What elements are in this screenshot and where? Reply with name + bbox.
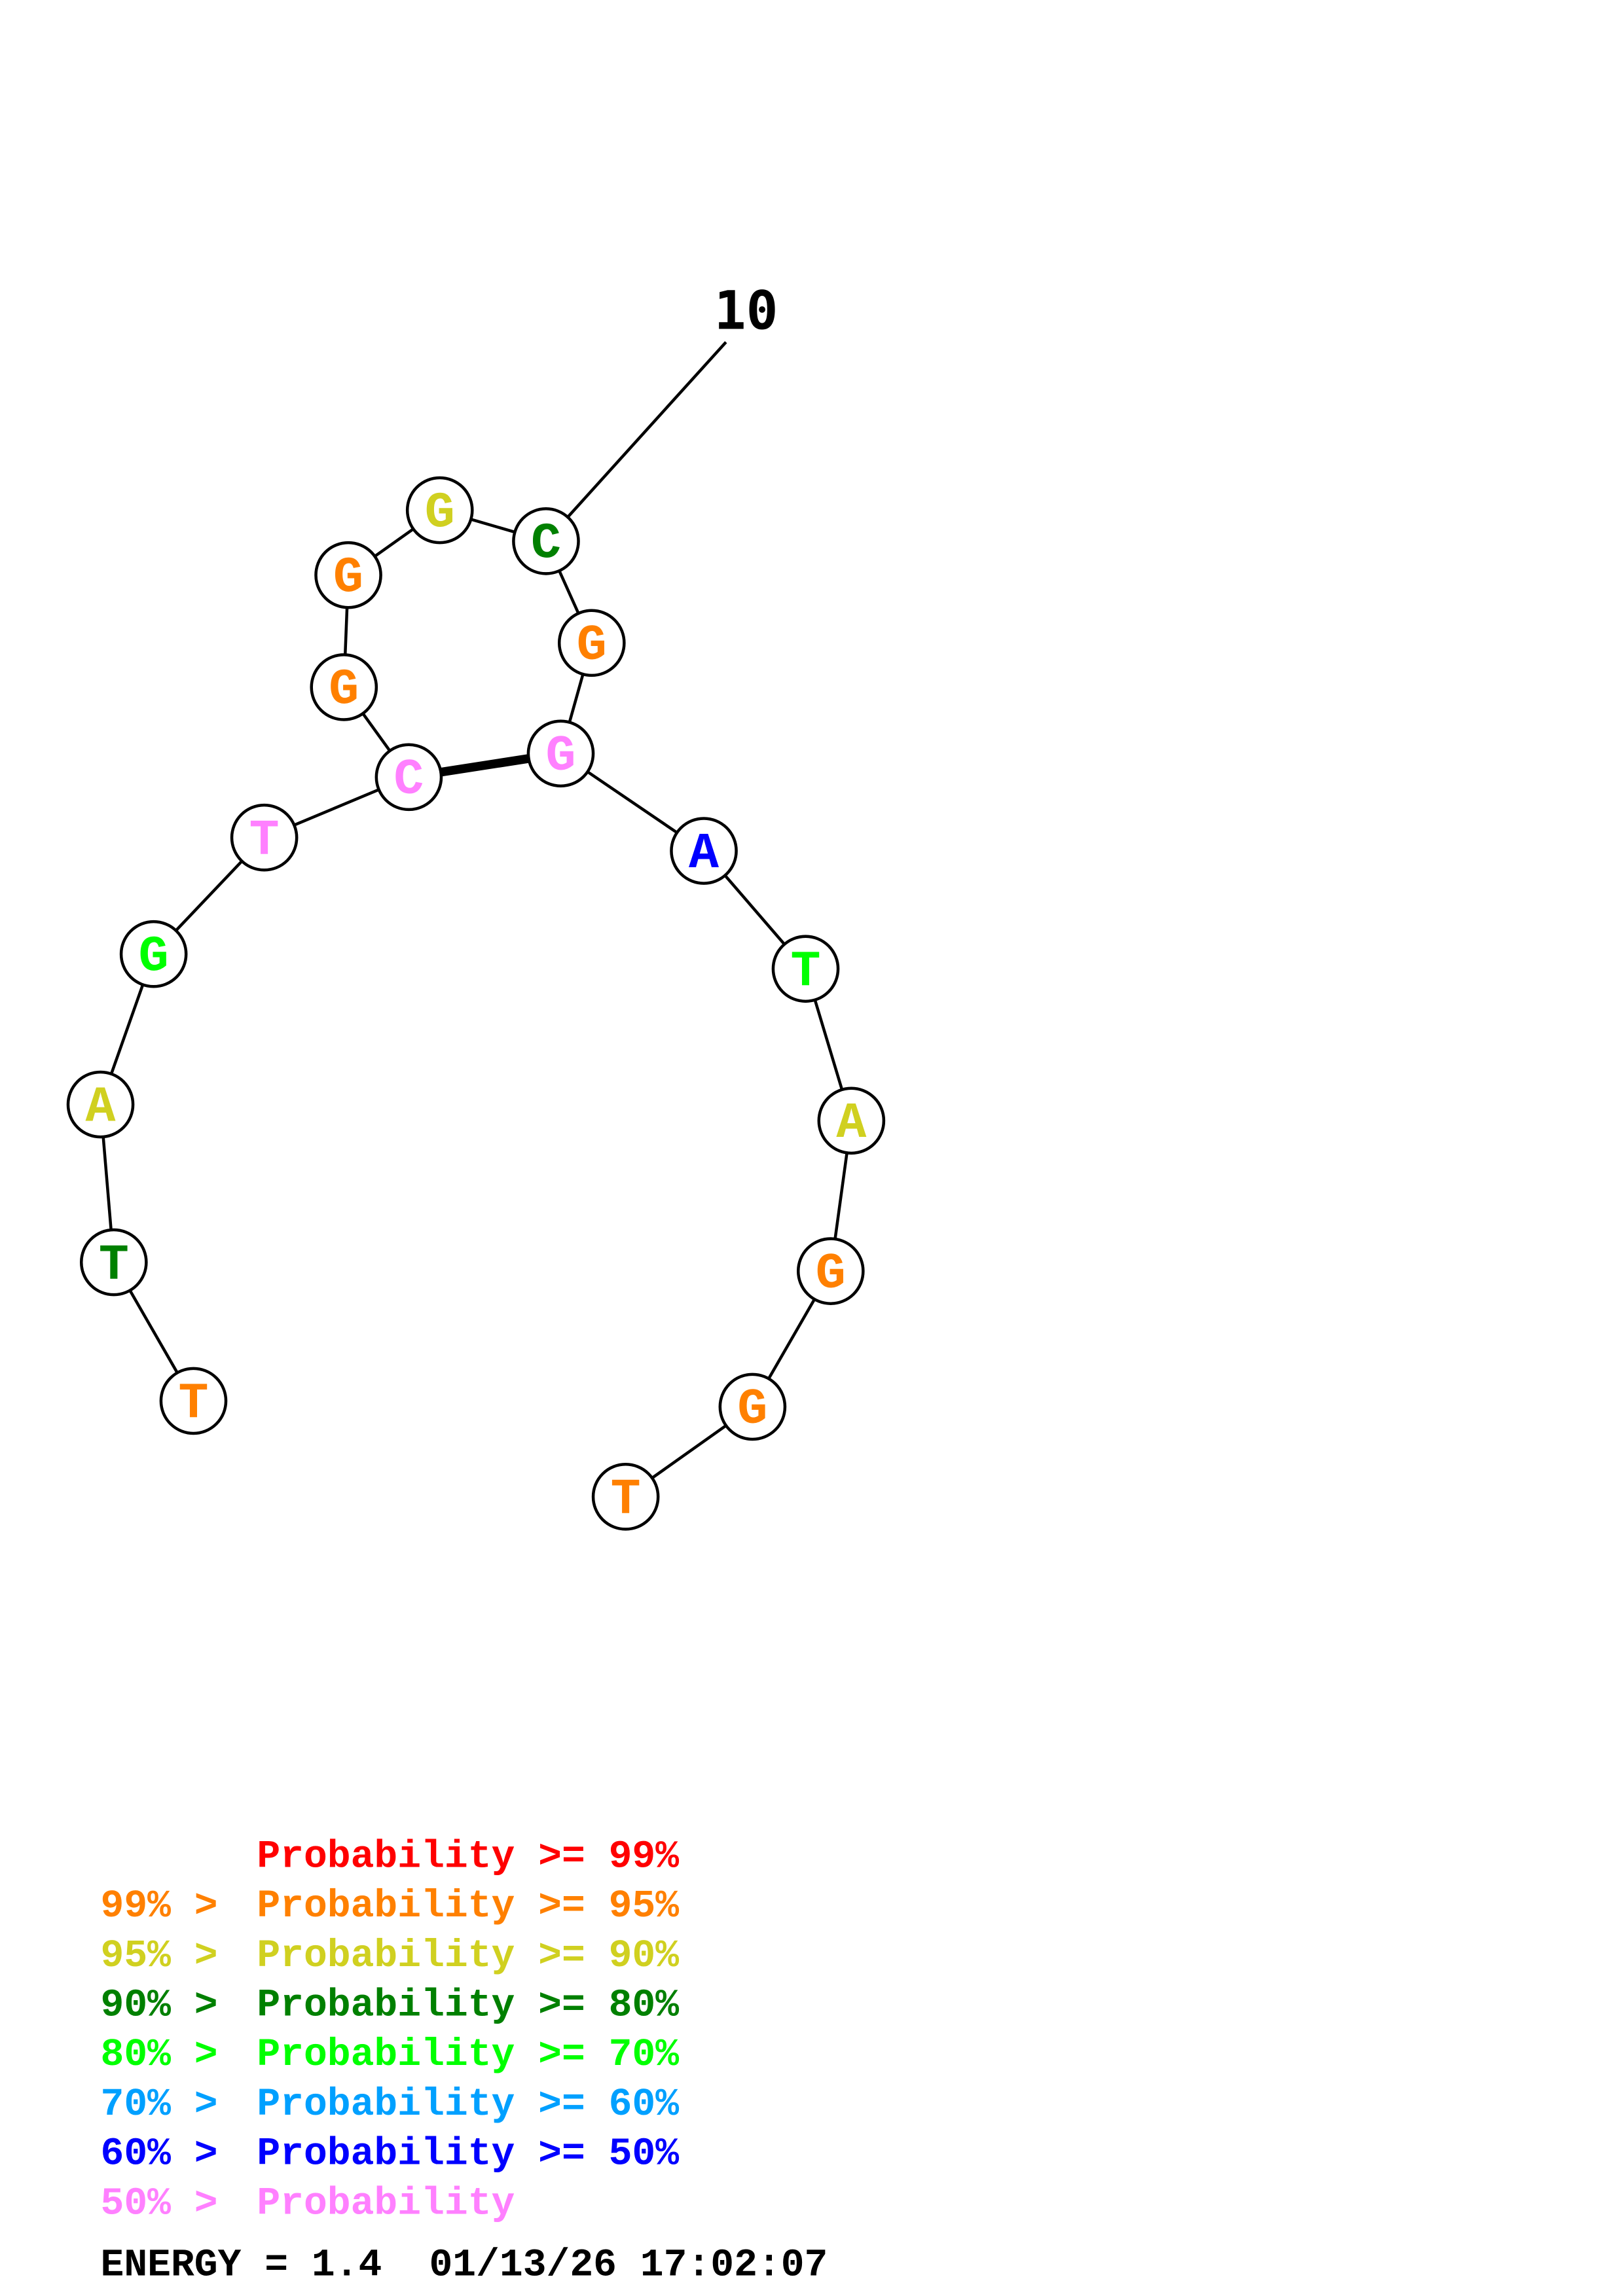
backbone-lines: [99, 509, 853, 1498]
nucleotide-2: T: [79, 1228, 148, 1297]
nucleotide-letter: T: [99, 1237, 129, 1294]
nucleotide-letter: A: [86, 1079, 116, 1136]
nucleotide-18: T: [591, 1463, 660, 1531]
nucleotide-15: A: [817, 1086, 886, 1155]
legend-prefix: 90% >: [101, 1982, 242, 2027]
nucleotide-11: G: [557, 609, 626, 677]
nucleotide-letter: G: [139, 929, 169, 986]
legend-text: Probability >= 99%: [257, 1834, 679, 1878]
legend-row: Probability >= 99%: [257, 1834, 679, 1878]
nucleotide-3: A: [66, 1070, 135, 1139]
timestamp: 01/13/26 17:02:07: [429, 2242, 828, 2287]
nucleotide-6: C: [374, 743, 443, 812]
legend-text: Probability >= 50%: [257, 2132, 679, 2176]
legend-text: Probability: [257, 2181, 515, 2225]
legend-row: 95% > Probability >= 90%: [101, 1933, 680, 1978]
nucleotide-letter: T: [791, 944, 821, 1001]
nucleotide-circle: [526, 719, 595, 788]
nucleotide-letter: C: [531, 516, 561, 573]
nucleotide-12: G: [526, 719, 595, 788]
nucleotide-letter: G: [737, 1382, 767, 1439]
index-label: 10: [714, 280, 778, 342]
nucleotide-circle: [310, 653, 378, 721]
legend-prefix: 70% >: [101, 2082, 242, 2126]
nucleotide-circle: [718, 1372, 787, 1441]
energy-value: ENERGY = 1.4: [101, 2242, 382, 2287]
nucleotide-circle: [119, 920, 188, 988]
legend-prefix: 60% >: [101, 2132, 242, 2176]
nucleotide-16: G: [796, 1237, 865, 1305]
nucleotide-letter: T: [178, 1376, 208, 1433]
nucleotide-circle: [159, 1367, 228, 1435]
nucleotide-17: G: [718, 1372, 787, 1441]
nucleotide-circle: [512, 507, 580, 575]
nucleotide-9: G: [405, 476, 474, 545]
nucleotide-circle: [796, 1237, 865, 1305]
legend-prefix: 50% >: [101, 2181, 242, 2225]
nucleotide-letter: C: [393, 752, 424, 809]
legend-row: 70% > Probability >= 60%: [101, 2082, 680, 2126]
nucleotide-letter: G: [545, 728, 575, 785]
nucleotide-letter: G: [333, 550, 363, 607]
nucleotide-13: A: [670, 817, 738, 885]
nucleotide-circle: [374, 743, 443, 812]
legend-text: Probability >= 80%: [257, 1982, 679, 2027]
nucleotide-letter: T: [249, 813, 280, 870]
nucleotide-letter: G: [816, 1246, 846, 1303]
nucleotide-letter: A: [689, 826, 719, 883]
nucleotide-circle: [771, 935, 840, 1003]
legend-text: Probability >= 90%: [257, 1933, 679, 1978]
nucleotide-10: C: [512, 507, 580, 575]
nucleotide-5: T: [230, 803, 299, 872]
legend-text: Probability >= 70%: [257, 2032, 679, 2077]
nucleotide-circle: [591, 1463, 660, 1531]
nucleotide-letter: G: [329, 662, 359, 719]
nucleotide-circle: [79, 1228, 148, 1297]
nucleotide-4: G: [119, 920, 188, 988]
nucleotide-circle: [314, 541, 382, 609]
nucleotide-14: T: [771, 935, 840, 1003]
nucleotide-7: G: [310, 653, 378, 721]
legend-prefix: 95% >: [101, 1933, 242, 1978]
legend-row: 60% > Probability >= 50%: [101, 2132, 680, 2176]
legend-row: 99% > Probability >= 95%: [101, 1884, 680, 1928]
nucleotide-letter: G: [577, 618, 607, 675]
legend-text: Probability >= 60%: [257, 2082, 679, 2126]
nucleotide-letter: T: [611, 1472, 641, 1529]
nucleotide-circle: [66, 1070, 135, 1139]
nucleotide-circle: [557, 609, 626, 677]
probability-legend: Probability >= 99% 99% > Probability >= 9…: [101, 1834, 680, 2225]
nucleotide-circle: [230, 803, 299, 872]
nucleotide-circle: [405, 476, 474, 545]
legend-prefix: 80% >: [101, 2032, 242, 2077]
energy-footer: ENERGY = 1.4 01/13/26 17:02:07: [101, 2242, 828, 2287]
legend-row: 80% > Probability >= 70%: [101, 2032, 680, 2077]
nucleotide-circle: [670, 817, 738, 885]
nucleotide-letter: G: [425, 485, 455, 542]
nucleotide-1: T: [159, 1367, 228, 1435]
index-pointer-line: [545, 341, 727, 543]
nucleotide-letter: A: [836, 1096, 866, 1153]
nucleotide-circle: [817, 1086, 886, 1155]
legend-text: Probability >= 95%: [257, 1884, 679, 1928]
legend-prefix: 99% >: [101, 1884, 242, 1928]
legend-row: 50% > Probability: [101, 2181, 515, 2225]
legend-row: 90% > Probability >= 80%: [101, 1982, 680, 2027]
nucleotide-8: G: [314, 541, 382, 609]
